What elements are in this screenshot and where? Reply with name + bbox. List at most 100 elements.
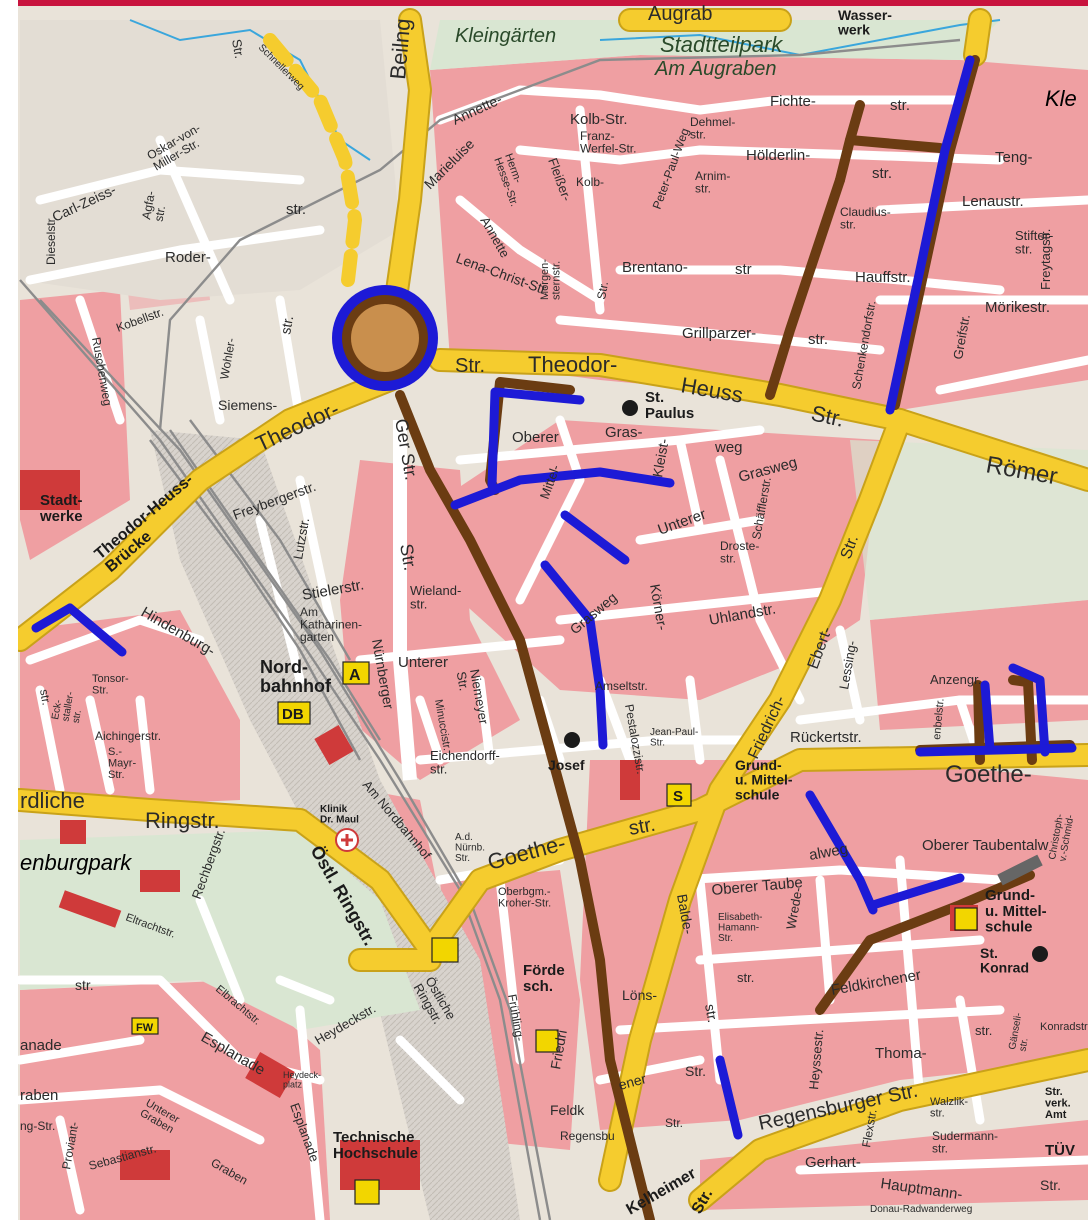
label-a-box: A [349,667,361,684]
label-fichte-str: str. [890,97,910,114]
nuernberger-str-road [393,420,417,781]
label-dieselstr: Dieselstr. [44,216,58,265]
label-balde: Balde- [674,893,697,936]
label-nurnberger-str: Str. [396,542,420,572]
label-graben: raben [20,1087,58,1104]
label-gras: Gras- [605,424,643,441]
label-lenaustr: Lenaustr. [962,193,1024,210]
label-st-konrad: St.Konrad [980,945,1029,976]
label-kolb: Kolb- [576,175,604,189]
label-thoma: Thoma- [875,1045,927,1062]
label-rueckertstr: Rückertstr. [790,729,862,746]
label-str-reg: Str. [665,1116,683,1130]
label-sudermann: Sudermann-str. [932,1129,998,1156]
label-lutzstr: Lutzstr. [290,517,312,561]
church-icon [564,400,1048,962]
label-hoelderlin: Hölderlin- [746,147,810,164]
label-str-sm: Str. [594,280,611,300]
label-aichinger: Aichingerstr. [95,729,161,743]
label-morgenstern: Morgen-sternstr. [539,259,563,300]
label-str-k: str. [975,1023,992,1038]
label-kolb-str: Kolb-Str. [570,111,628,128]
poi-boxes [131,661,978,1205]
label-nbg-str: A.d.Nürnb.Str. [455,832,485,864]
label-str-left: str. [37,688,54,706]
label-freytag: Freytagstr. [1038,229,1053,290]
label-s-mayr: S.-Mayr-Str. [108,746,136,781]
label-tuev: TÜV [1045,1142,1075,1159]
roundabout [332,285,438,391]
label-regensburger-left: Regensbu [560,1129,615,1143]
label-claudius: Claudius-str. [840,205,891,232]
label-noerdliche: rdliche [20,788,85,813]
label-str-thh: Str. [455,355,485,377]
label-str-w: str. [737,970,754,985]
label-eichendorff: Eichendorff-str. [430,748,500,777]
label-s-box: S [673,788,683,805]
label-roder-str: str. [286,201,306,218]
label-db: DB [282,706,304,723]
label-wrede: Wrede- [783,886,805,930]
route-blue [31,55,1077,1140]
label-enbelstr: enbelstr. [931,698,947,740]
route-grey [997,854,1043,886]
label-jean-paul: Jean-Paul-Str. [650,727,698,749]
label-roder: Roder- [165,249,211,266]
label-stadtteilpark: Stadtteilpark [660,32,783,57]
label-anade: anade [20,1037,62,1054]
label-hoelderlin-str: str. [872,165,892,182]
label-str-verk: Str.verk.Amt [1045,1086,1071,1121]
label-arnim: Arnim-str. [695,169,730,196]
label-alweg: alweg [808,840,850,864]
label-goethe-str: str. [627,814,657,840]
hospital-icon [335,828,359,852]
label-loens: Löns- [622,987,657,1003]
label-ener: ener [617,1070,649,1093]
label-heydeckplatz: Heydeck-platz [283,1070,321,1089]
label-beilng: Beilng [385,17,415,80]
label-st-paulus: St.Paulus [645,389,694,422]
label-stifter: Stifter-str. [1015,228,1053,257]
label-kleingarten: Kleingärten [455,25,556,47]
label-droste: Droste-str. [720,539,759,566]
label-brentano-str: str [735,261,752,278]
label-grillparzer: Grillparzer- [682,325,756,342]
label-oberer-taubental: Oberer Taubentalw [922,837,1049,854]
label-grund-mittel-right: Grund-u. Mittel-schule [985,887,1047,936]
label-wasserwerk: Wasser-werk [837,7,892,38]
label-elisabeth: Elisabeth-Hamann-Str. [718,912,762,944]
label-str-left2: str. [75,977,94,993]
label-oberer: Oberer [512,429,559,446]
label-weg: weg [714,439,743,456]
label-walzlik: Walzlik-str. [930,1096,968,1120]
railway-area [150,430,520,1220]
label-grillparzer-str: str. [808,331,828,348]
label-moerikestr: Mörikestr. [985,299,1050,316]
label-anzengr: Anzengr. [930,672,981,687]
label-brentano: Brentano- [622,259,688,276]
label-teng: Teng- [995,149,1033,166]
label-str-mid: Str. [685,1063,706,1079]
label-amselstr: Amseltstr. [595,679,648,693]
label-unterer: Unterer [398,654,448,671]
label-heyssestr: Heyssestr. [806,1028,826,1090]
label-dehmel: Dehmel-str. [690,115,735,142]
label-kleist: Kleist- [649,437,672,478]
label-fichte: Fichte- [770,93,816,110]
label-goethe-right: Goethe- [945,761,1032,788]
label-franz-werfel: Franz-Werfel-Str. [580,129,636,156]
label-oberbgm: Oberbgm.-Kroher-Str. [498,886,551,910]
label-str-top-left: Str. [229,38,247,60]
minor-roads [15,85,1088,1220]
label-augraben: Augrab [648,3,713,25]
label-eck: Eck-staller-str. [50,689,87,724]
label-siemens: Siemens- [218,397,277,413]
label-balde-str: str. [702,1003,721,1024]
label-str-h: Str. [1040,1177,1061,1193]
label-flexstr: Flexstr. [859,1108,880,1149]
label-feldk: Feldk [550,1102,585,1118]
